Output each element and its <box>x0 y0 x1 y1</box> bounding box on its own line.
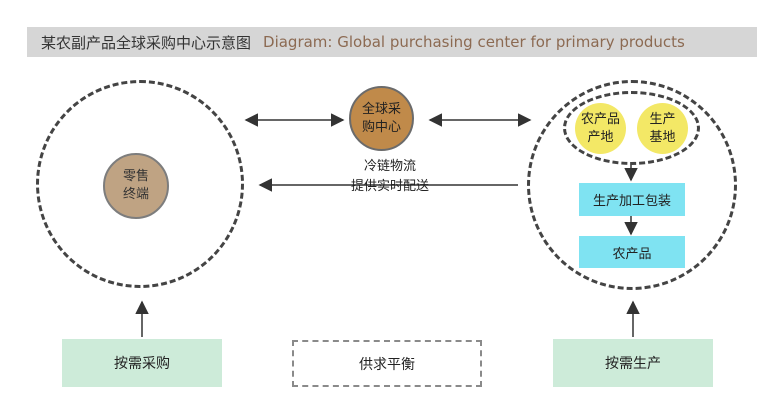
hub-label-line2: 购中心 <box>361 119 401 135</box>
agricultural-product-box: 农产品 <box>579 236 685 268</box>
title-english: Diagram: Global purchasing center for pr… <box>263 33 685 51</box>
farm-label-line1: 农产品 <box>580 111 620 127</box>
farm-origin: 农产品 产地 <box>575 103 626 154</box>
cold-chain-label: 冷链物流 提供实时配送 <box>330 157 450 197</box>
retail-label-line1: 零售 <box>122 169 149 184</box>
hub-label-line1: 全球采 <box>361 101 401 117</box>
processing-packaging-box: 生产加工包装 <box>579 183 685 216</box>
supply-demand-balance-box: 供求平衡 <box>292 340 482 387</box>
base-label-line1: 生产 <box>649 111 676 127</box>
purchase-on-demand-box: 按需采购 <box>62 339 222 387</box>
cold-chain-line2: 提供实时配送 <box>350 179 429 194</box>
retail-terminal: 零售 终端 <box>103 153 169 219</box>
retail-label-line2: 终端 <box>122 187 149 202</box>
farm-label-line2: 产地 <box>587 129 614 145</box>
origin-group-oval <box>563 91 700 165</box>
origin-zone-circle <box>527 80 737 290</box>
title-chinese: 某农副产品全球采购中心示意图 <box>41 33 252 52</box>
retail-zone-circle <box>36 80 244 288</box>
global-purchasing-center: 全球采 购中心 <box>349 86 414 151</box>
title-bar: 某农副产品全球采购中心示意图 Diagram: Global purchasin… <box>27 27 757 57</box>
cold-chain-line1: 冷链物流 <box>363 159 416 174</box>
base-label-line2: 基地 <box>649 129 676 145</box>
produce-on-demand-box: 按需生产 <box>553 339 713 387</box>
production-base: 生产 基地 <box>637 103 688 154</box>
